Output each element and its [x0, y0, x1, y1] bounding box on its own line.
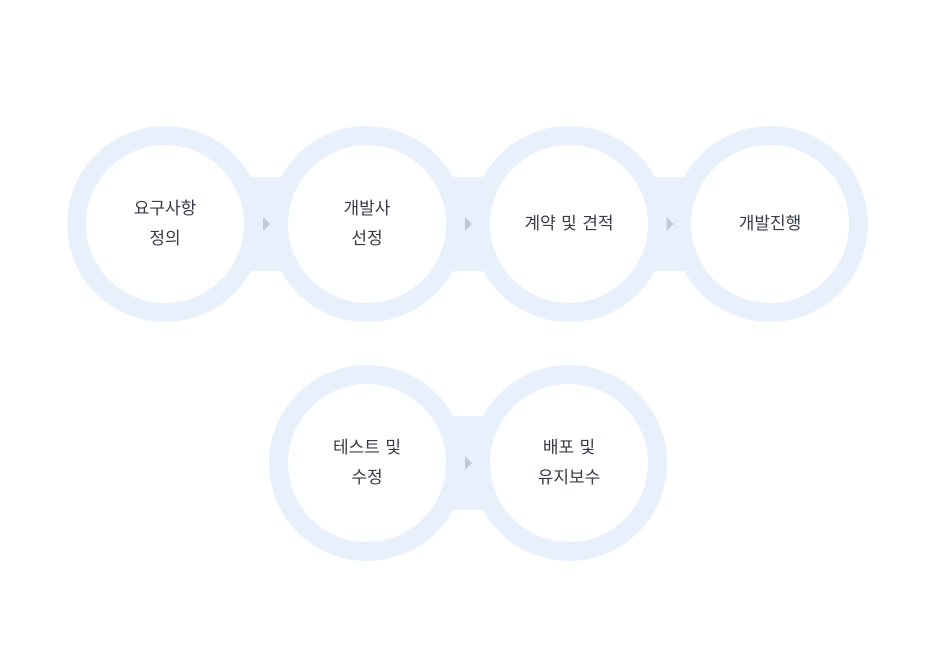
step-circle: [86, 145, 244, 303]
arrow-right-icon: [666, 217, 674, 231]
connector-notch: [231, 107, 301, 177]
connector-notch: [634, 107, 705, 177]
arrow-right-icon: [465, 217, 472, 231]
step-circle: [691, 145, 849, 303]
step-label-vendor-selection: 개발사 선정: [343, 199, 391, 249]
step-label-development: 개발진행: [738, 214, 802, 234]
step-label-testing: 테스트 및 수정: [333, 438, 401, 488]
step-circle: [490, 384, 648, 542]
arrow-right-icon: [263, 217, 270, 231]
connector-notch: [433, 271, 503, 341]
connector-notch: [433, 510, 503, 580]
arrow-right-icon: [465, 456, 472, 470]
connector-notch: [433, 346, 503, 416]
step-circle: [490, 145, 648, 303]
step-label-contract: 계약 및 견적: [524, 214, 614, 234]
step-label-requirements: 요구사항 정의: [133, 199, 197, 249]
connector-notch: [433, 107, 503, 177]
connector-notch: [231, 271, 301, 341]
connector-notch: [634, 271, 705, 341]
step-label-deployment: 배포 및 유지보수: [537, 438, 601, 488]
step-circle: [288, 384, 446, 542]
step-circle: [288, 145, 446, 303]
